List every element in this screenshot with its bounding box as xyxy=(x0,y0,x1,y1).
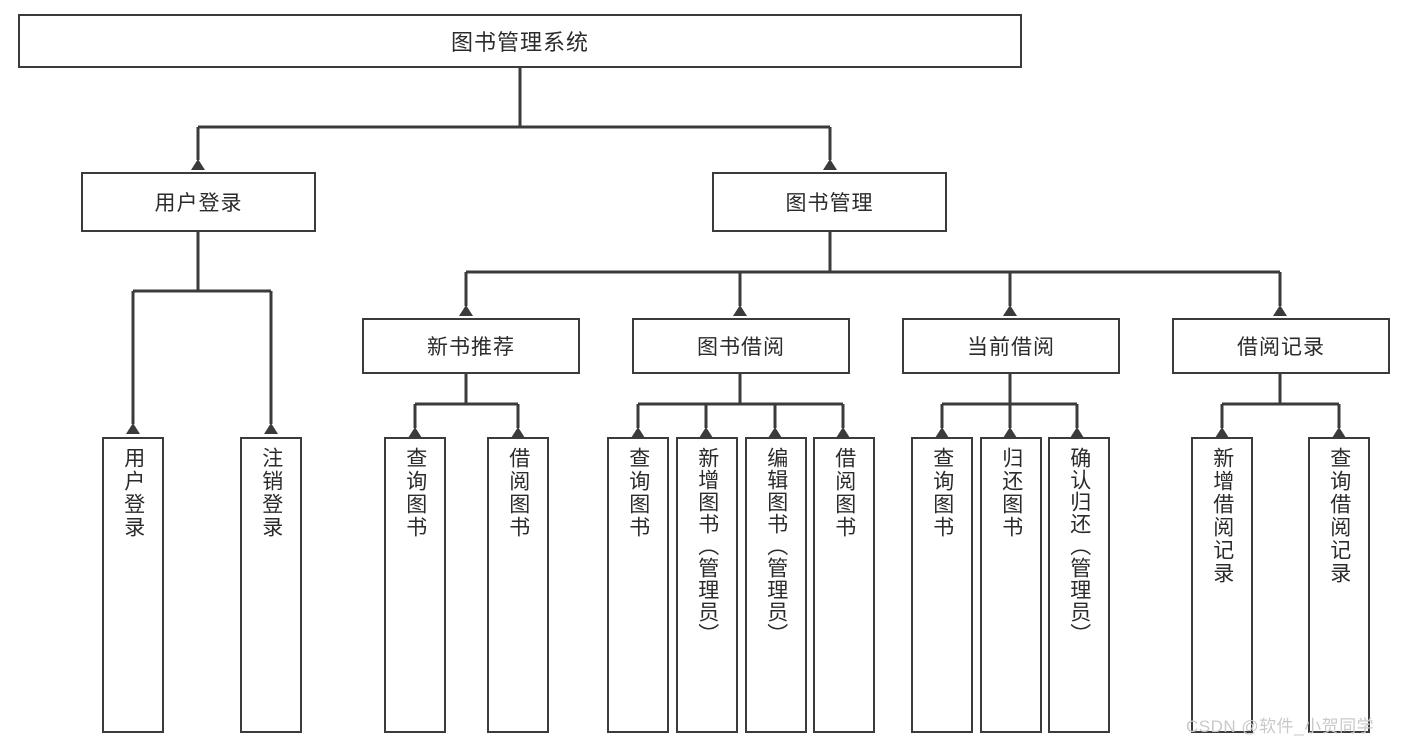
node-leaf-add-book-admin[interactable]: 新增图书（管理员） xyxy=(676,437,738,733)
node-leaf-return-book[interactable]: 归还图书 xyxy=(980,437,1042,733)
node-leaf-query-borrow-record[interactable]: 查询借阅记录 xyxy=(1308,437,1370,733)
node-borrow-records[interactable]: 借阅记录 xyxy=(1172,318,1390,374)
node-leaf-edit-book-admin[interactable]: 编辑图书（管理员） xyxy=(745,437,807,733)
node-label: 编辑图书（管理员） xyxy=(764,447,788,645)
node-label: 图书借阅 xyxy=(697,336,785,359)
node-label: 确认归还（管理员） xyxy=(1067,447,1091,645)
watermark-label: CSDN @软件_小贺同学 xyxy=(1186,717,1375,736)
node-label: 用户登录 xyxy=(121,447,145,539)
node-root-system[interactable]: 图书管理系统 xyxy=(18,14,1022,68)
node-label: 新增图书（管理员） xyxy=(695,447,719,645)
node-label: 图书管理 xyxy=(785,192,874,215)
node-leaf-add-borrow-record[interactable]: 新增借阅记录 xyxy=(1191,437,1253,733)
node-leaf-query-book-current[interactable]: 查询图书 xyxy=(911,437,973,733)
node-label: 借阅记录 xyxy=(1237,336,1325,359)
node-leaf-query-book-recommend[interactable]: 查询图书 xyxy=(384,437,446,733)
node-label: 查询图书 xyxy=(403,447,427,539)
node-label: 图书管理系统 xyxy=(450,30,589,55)
node-leaf-borrow-book-recommend[interactable]: 借阅图书 xyxy=(487,437,549,733)
node-label: 查询图书 xyxy=(930,447,954,539)
node-label: 归还图书 xyxy=(999,447,1023,539)
node-leaf-logout[interactable]: 注销登录 xyxy=(240,437,302,733)
node-current-borrow[interactable]: 当前借阅 xyxy=(902,318,1120,374)
node-label: 查询借阅记录 xyxy=(1327,447,1351,585)
node-leaf-user-login[interactable]: 用户登录 xyxy=(102,437,164,733)
node-user-login[interactable]: 用户登录 xyxy=(81,172,316,232)
node-label: 查询图书 xyxy=(626,447,650,539)
node-book-borrow[interactable]: 图书借阅 xyxy=(632,318,850,374)
node-label: 用户登录 xyxy=(154,192,243,215)
node-leaf-query-book-borrow[interactable]: 查询图书 xyxy=(607,437,669,733)
node-label: 新增借阅记录 xyxy=(1210,447,1234,585)
node-label: 借阅图书 xyxy=(832,447,856,539)
node-book-management[interactable]: 图书管理 xyxy=(712,172,947,232)
node-leaf-confirm-return-admin[interactable]: 确认归还（管理员） xyxy=(1048,437,1110,733)
node-label: 注销登录 xyxy=(259,447,283,539)
node-leaf-borrow-book[interactable]: 借阅图书 xyxy=(813,437,875,733)
node-label: 新书推荐 xyxy=(427,336,515,359)
node-label: 当前借阅 xyxy=(967,336,1055,359)
node-new-book-recommend[interactable]: 新书推荐 xyxy=(362,318,580,374)
node-label: 借阅图书 xyxy=(506,447,530,539)
